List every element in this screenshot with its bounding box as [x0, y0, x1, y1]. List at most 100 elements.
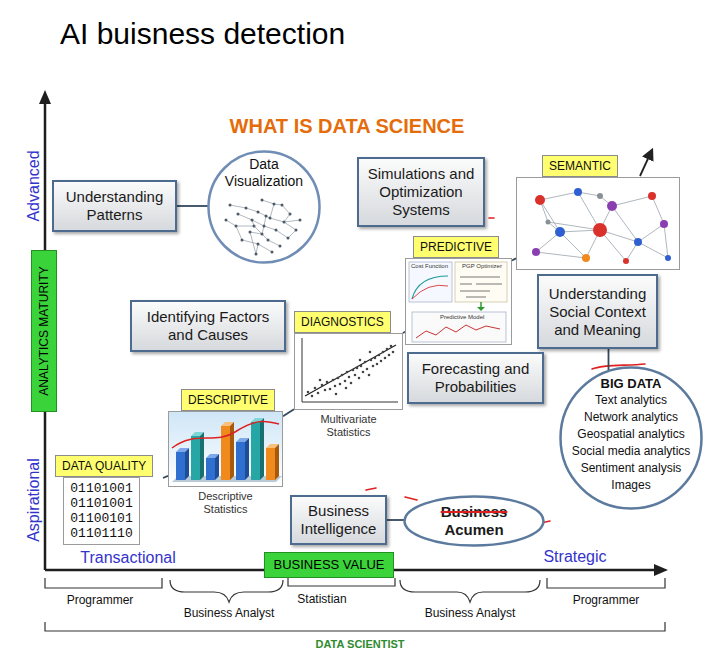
image-frame: [405, 258, 512, 345]
text-holder: Data Visualization: [218, 156, 310, 190]
chart-bar: [176, 452, 185, 480]
axis-box-text: BUSINESS VALUE: [265, 553, 393, 577]
binary-line: 01101110: [64, 526, 139, 541]
network-dot: [623, 258, 629, 264]
formula-mark: [460, 277, 502, 297]
role-brace: [400, 580, 540, 602]
axis-arrow-head: [654, 564, 668, 576]
semantic-stage: SEMANTIC: [516, 155, 680, 270]
network-dot: [634, 238, 642, 246]
network-link: [536, 192, 668, 261]
stage-tag: PREDICTIVE: [413, 236, 499, 258]
figure-ground: [209, 152, 319, 262]
figure-panel: [409, 262, 452, 302]
figure-ground: [406, 259, 511, 344]
axis-end-label: Strategic: [543, 548, 606, 566]
role-bracket: [45, 578, 162, 588]
bar-chart-figure: [169, 412, 282, 486]
figure-ground: [169, 412, 282, 486]
network-dot: [665, 255, 671, 261]
chart-bar: [230, 422, 234, 480]
axis: [39, 90, 668, 576]
figure-caption: Multivariate Statistics: [309, 413, 389, 439]
regression-line: [305, 345, 396, 396]
role-label: Business Analyst: [184, 607, 275, 621]
text-holder: BusinessAcumen: [403, 495, 545, 547]
role-bracket: [288, 578, 395, 586]
red-mark: [366, 488, 376, 490]
pattern-box: Understanding Patterns: [52, 180, 177, 232]
circle-text: Geospatial analytics: [566, 426, 696, 443]
social-context-box: Understanding Social Context and Meaning: [537, 274, 658, 349]
visualization-circle: Data Visualization: [207, 150, 321, 264]
connector-line: [177, 205, 208, 207]
figure-caption: PGP Optimizer: [462, 263, 502, 270]
box-text: Simulations and Optimization Systems: [365, 165, 477, 219]
circle-text: Data Visualization: [218, 156, 310, 190]
ellipse-outline: [405, 497, 544, 546]
value-axis-box: BUSINESS VALUE: [264, 552, 394, 578]
image-frame: [516, 177, 680, 270]
predictive-figure: [406, 259, 511, 344]
network-dot: [546, 220, 551, 225]
role-bracket: [45, 578, 665, 631]
chart-bar: [275, 444, 279, 480]
slide-title: AI buisness detection: [60, 16, 345, 52]
network-dot: [535, 195, 545, 205]
data-quality-stage: DATA QUALITY0110100101101001011001010110…: [55, 455, 163, 545]
plot-axis: [302, 338, 398, 402]
chart-bar: [191, 436, 200, 480]
circle-text: Social media analytics: [566, 443, 696, 460]
network-dot: [648, 192, 656, 200]
circle-text: BIG DATA: [566, 375, 696, 392]
binary-line: 01100101: [64, 511, 139, 526]
axis-arrow-head: [39, 90, 51, 104]
network-dot: [607, 201, 617, 211]
box-text: Understanding Social Context and Meaning: [545, 285, 650, 339]
chart-bar: [221, 426, 230, 480]
chart-bar: [236, 442, 245, 480]
figure-caption: Descriptive Statistics: [186, 490, 266, 516]
image-frame: [294, 333, 403, 410]
box-text: Identifying Factors and Causes: [138, 308, 278, 344]
chart-bar: [260, 418, 264, 480]
maturity-arrow: [640, 150, 652, 176]
red-mark: [489, 217, 494, 219]
big-data-circle: BIG DATAText analyticsNetwork analyticsG…: [559, 366, 703, 510]
figure-panel: [412, 312, 506, 342]
simulation-box: Simulations and Optimization Systems: [357, 157, 485, 227]
figure-ground: [517, 178, 679, 269]
circle-text: Network analytics: [566, 409, 696, 426]
figure-ground: [295, 334, 402, 409]
role-bracket: [45, 622, 665, 631]
box-text: Business Intelligence: [298, 502, 379, 538]
image-frame: 01101001011010010110010101101110: [63, 477, 140, 545]
visualization-figure: [209, 152, 319, 262]
role-label: Business Analyst: [425, 607, 516, 621]
ellipse-text: Acumen: [444, 521, 503, 539]
trend-line: [172, 421, 279, 448]
circle-text: Sentiment analysis: [566, 460, 696, 477]
descriptive-stage: DESCRIPTIVEDescriptive Statistics: [168, 389, 283, 516]
text-holder: BIG DATAText analyticsNetwork analyticsG…: [566, 375, 696, 494]
network-dot: [555, 227, 565, 237]
semantic-figure: [517, 178, 679, 269]
factors-box: Identifying Factors and Causes: [130, 300, 286, 352]
chart-bar: [251, 422, 260, 480]
axis-box-text: ANALYTICS MATURITY: [32, 251, 56, 411]
network-dot: [597, 193, 603, 199]
role-label: Programmer: [67, 594, 134, 608]
stage-tag: DIAGNOSTICS: [294, 311, 391, 333]
intelligence-box: Business Intelligence: [290, 495, 387, 545]
scatter-figure: [295, 334, 402, 409]
scatter-dot: [308, 346, 393, 396]
diagram-heading: WHAT IS DATA SCIENCE: [230, 115, 465, 138]
connector-line: [283, 409, 294, 416]
network-dot: [574, 188, 582, 196]
role-label: Statistian: [297, 593, 346, 607]
role-bracket: [547, 578, 665, 588]
flow-arrow: [480, 302, 482, 307]
axis-end-label: Transactional: [80, 549, 175, 567]
network-dot: [532, 248, 540, 256]
chart-bar: [215, 454, 219, 480]
